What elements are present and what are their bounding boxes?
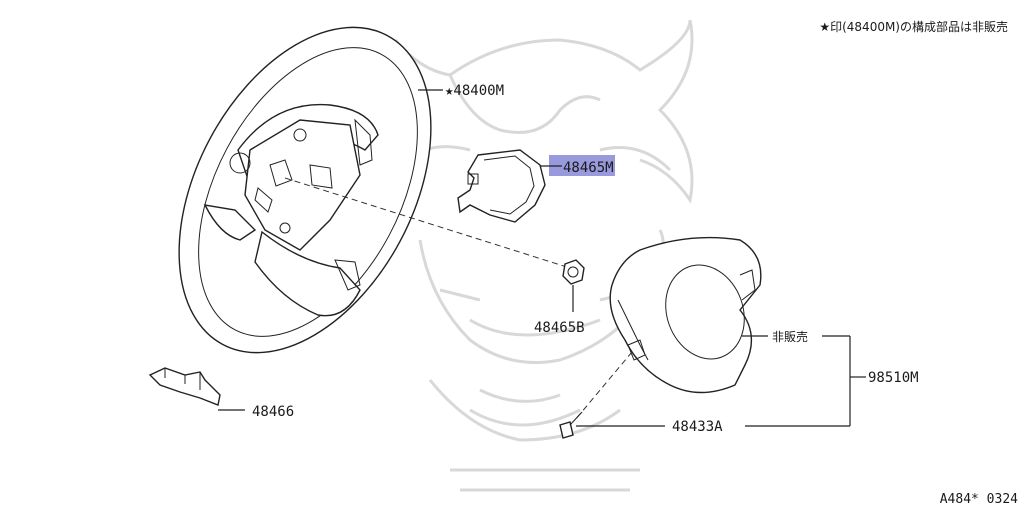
label-cover: 48465M (563, 160, 614, 176)
diagram-code: A484* 0324 (940, 492, 1018, 507)
label-airbag-module: 98510M (868, 370, 919, 386)
bolt-part (559, 411, 583, 439)
airbag-module-part (609, 236, 762, 394)
steering-wheel-part (178, 26, 432, 354)
label-steering-wheel: ★48400M (445, 83, 504, 99)
bolt-dashed-line (574, 351, 633, 421)
label-finisher: 48466 (252, 404, 294, 420)
highlight-box (549, 155, 615, 176)
nut-part (562, 259, 585, 285)
non-sale-note: ★印(48400M)の構成部品は非販売 (819, 19, 1008, 34)
label-bolt: 48433A (672, 419, 723, 435)
finisher-part (148, 367, 221, 406)
label-not-sold: 非販売 (772, 329, 808, 344)
label-nut: 48465B (534, 320, 585, 336)
cover-part (457, 149, 546, 223)
